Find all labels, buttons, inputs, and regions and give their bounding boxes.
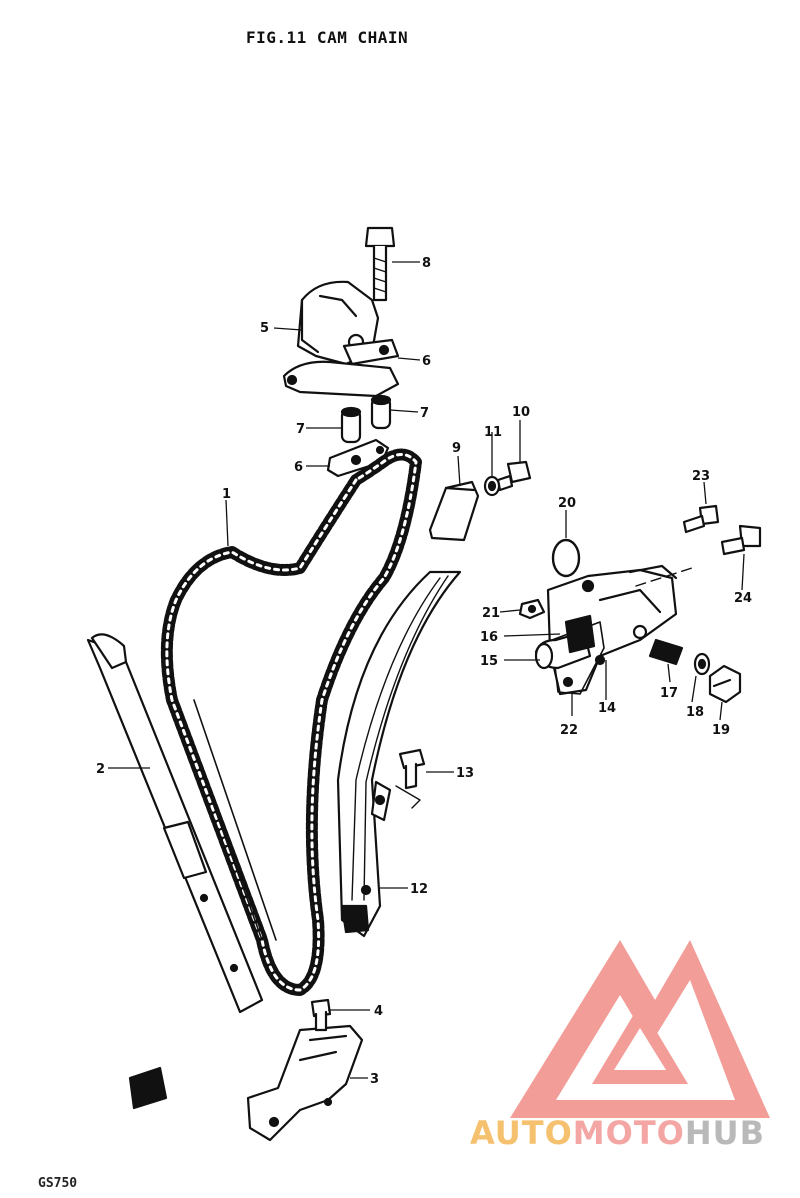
watermark-moto: MOTO (572, 1114, 685, 1152)
lower-guide-part-3 (246, 1024, 364, 1142)
damper-part-9 (428, 480, 480, 542)
rear-guide-part-12 (336, 570, 462, 938)
callout-13: 13 (456, 766, 474, 781)
spring-part-17 (648, 638, 684, 666)
callout-10: 10 (512, 405, 530, 420)
callout-17: 17 (660, 686, 678, 701)
bolt-part-13 (395, 748, 426, 809)
callout-9: 9 (452, 441, 461, 456)
callout-15: 15 (480, 654, 498, 669)
bolt-part-10 (496, 460, 532, 492)
callout-4: 4 (374, 1004, 383, 1019)
callout-1: 1 (222, 487, 231, 502)
plate-part-6-upper (342, 338, 400, 366)
bolt-part-24 (720, 524, 762, 556)
roller-part-7-right (370, 394, 392, 430)
washer-part-11 (483, 475, 501, 497)
callout-24: 24 (734, 591, 752, 606)
tensioner-body-part-14 (546, 564, 693, 696)
callout-2: 2 (96, 762, 105, 777)
front-guide-part-2 (86, 633, 264, 1014)
roller-part-7-left (340, 406, 362, 444)
bolt-part-4 (310, 998, 332, 1032)
callout-5: 5 (260, 321, 269, 336)
bolt-part-8 (364, 226, 396, 302)
o-ring-part-20 (551, 538, 581, 578)
callout-19: 19 (712, 723, 730, 738)
callout-7-right: 7 (420, 406, 429, 421)
callout-14: 14 (598, 701, 616, 716)
nut-part-19 (708, 664, 742, 704)
callout-labels: 1 2 3 4 5 6 6 7 7 8 9 10 11 12 13 14 15 … (96, 256, 752, 1087)
callout-12: 12 (410, 882, 428, 897)
spring-part-16 (564, 614, 596, 654)
watermark-logo (510, 940, 770, 1118)
callout-11: 11 (484, 425, 502, 440)
callout-16: 16 (480, 630, 498, 645)
callout-8: 8 (422, 256, 431, 271)
callout-22: 22 (560, 723, 578, 738)
callout-6-lower: 6 (294, 460, 303, 475)
watermark-auto: AUTO (470, 1114, 573, 1152)
leader-lines (108, 261, 745, 1079)
watermark-hub: HUB (684, 1114, 766, 1152)
washer-part-18 (693, 652, 711, 676)
callout-7-left: 7 (296, 422, 305, 437)
cam-chain-part-1 (160, 448, 422, 996)
model-code: GS750 (38, 1176, 78, 1191)
callout-20: 20 (558, 496, 576, 511)
callout-21: 21 (482, 606, 500, 621)
figure-title: FIG.11 CAM CHAIN (246, 28, 409, 47)
bolt-part-23 (682, 504, 720, 534)
callout-6-upper: 6 (422, 354, 431, 369)
callout-3: 3 (370, 1072, 379, 1087)
nut-part-21 (518, 598, 546, 620)
part-stamp (128, 1066, 168, 1110)
callout-18: 18 (686, 705, 704, 720)
watermark-text: AUTOMOTOHUB (470, 1114, 765, 1152)
callout-23: 23 (692, 469, 710, 484)
